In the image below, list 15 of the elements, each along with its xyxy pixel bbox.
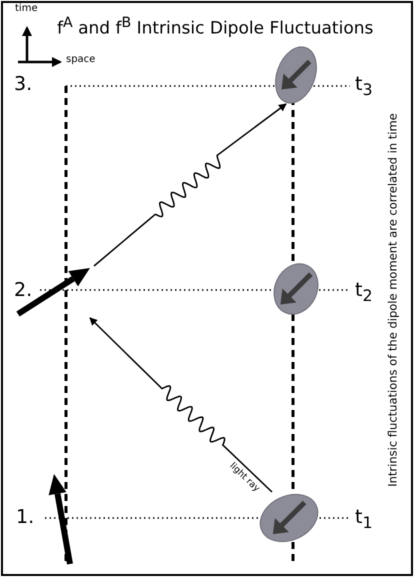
side-note: Intrinsic fluctuations of the dipole moment are correlated in time xyxy=(387,113,399,487)
dipole-ellipse xyxy=(274,262,318,316)
step-number: 3. xyxy=(14,75,32,94)
time-label: t$_{2}$ xyxy=(355,281,373,304)
time-label: t$_{3}$ xyxy=(355,75,373,98)
diagram-title: f$^{A}$ and f$^{B}$ Intrinsic Dipole Fluctuations xyxy=(57,16,374,38)
axis-label: time xyxy=(15,4,38,14)
axis-label: space xyxy=(66,55,96,65)
dipole-ellipse xyxy=(258,495,320,541)
step-number: 2. xyxy=(14,281,32,300)
step-number: 1. xyxy=(16,508,34,527)
light-ray-arrow xyxy=(89,317,273,493)
light-ray-arrow xyxy=(94,103,287,267)
time-label: t$_{1}$ xyxy=(355,508,373,531)
dipole-ellipse xyxy=(276,45,316,105)
